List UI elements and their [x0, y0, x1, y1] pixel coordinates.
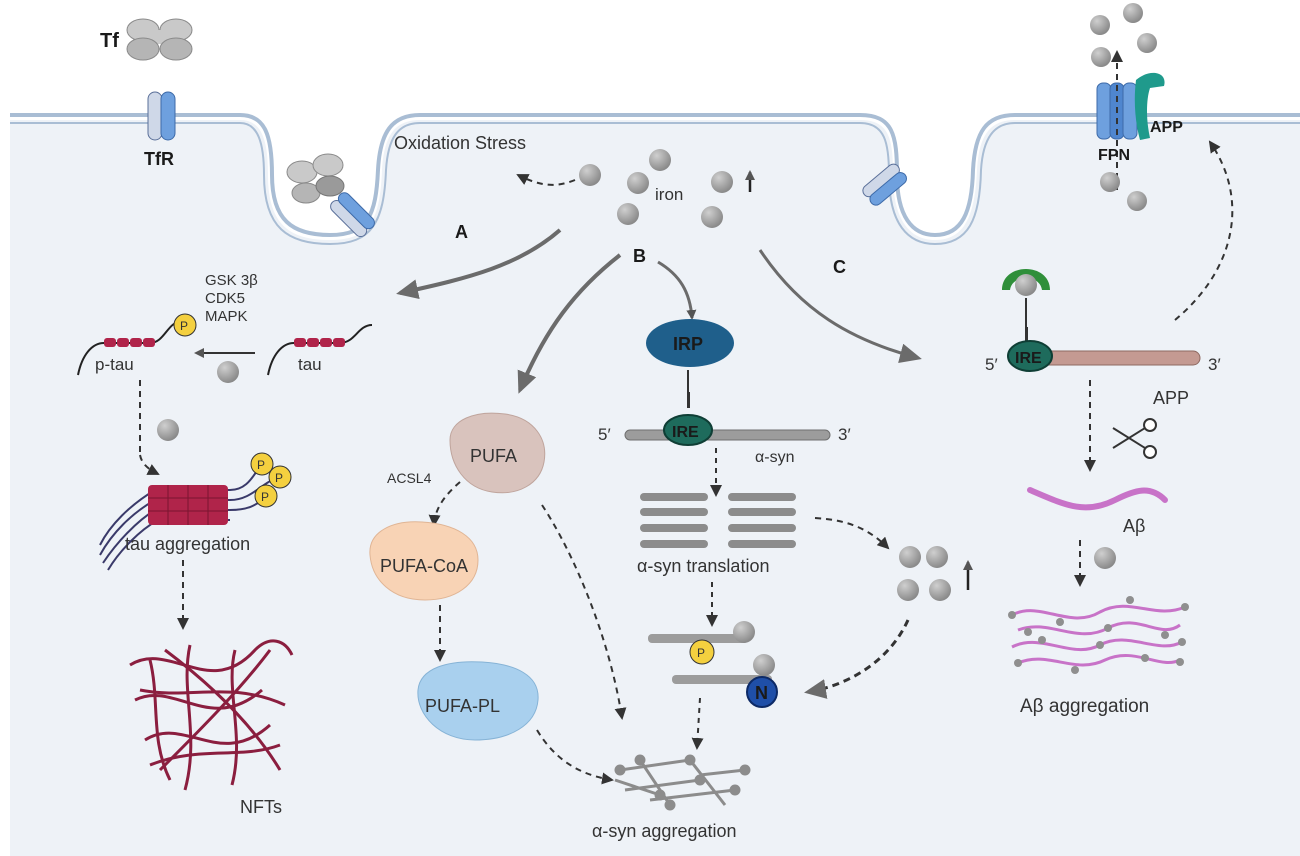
pufa-coa-blob — [369, 521, 479, 601]
transferrin-receptor-icon — [147, 91, 176, 141]
pathway-b-irp-arrow — [657, 260, 697, 320]
iron-atom — [1094, 547, 1116, 569]
pathway-a-label: A — [455, 222, 468, 242]
pufa-pl-blob — [417, 661, 539, 741]
pathway-c-label: C — [833, 257, 846, 277]
acsl4-label: ACSL4 — [387, 470, 432, 486]
abeta-aggregation-label: Aβ aggregation — [1020, 696, 1149, 717]
nft-tangle-icon — [129, 639, 294, 791]
agg-phospho-2: P — [275, 471, 283, 485]
cell-membrane — [10, 113, 1300, 856]
abeta-icon — [1027, 487, 1168, 511]
iron-to-modified-syn-arrow — [804, 619, 910, 699]
modified-syn-icon — [648, 621, 778, 708]
syn-ire-icon — [663, 414, 713, 446]
irp-label: IRP — [673, 334, 703, 354]
transferrin-icon — [126, 18, 193, 61]
p-tau-to-aggregation-arrowhead — [139, 454, 160, 475]
syn-aggregate-icon — [614, 754, 751, 811]
p-tau-label: p-tau — [95, 355, 134, 374]
syn-3prime-label: 3′ — [838, 425, 851, 444]
pufa-to-syn-aggregation-arrow — [541, 504, 627, 720]
syn-phospho-label: P — [697, 646, 705, 660]
fpn-label: FPN — [1098, 147, 1130, 164]
app-5prime-label: 5′ — [985, 355, 998, 374]
modified-to-aggregation-arrow — [691, 697, 704, 750]
iron-atom — [157, 419, 179, 441]
tau-label: tau — [298, 355, 322, 374]
app-ire-label: IRE — [1015, 350, 1042, 367]
app-label: APP — [1153, 388, 1189, 408]
agg-phospho-1: P — [257, 458, 265, 472]
syn-mrna — [624, 429, 831, 441]
pufa-label: PUFA — [470, 446, 517, 466]
app-3prime-label: 3′ — [1208, 355, 1221, 374]
alpha-syn-label: α-syn — [755, 449, 794, 466]
scissors-icon — [1112, 418, 1157, 459]
pufa-coa-label: PUFA-CoA — [380, 556, 468, 576]
pathway-c-arrow — [758, 249, 922, 364]
syn-ire-label: IRE — [672, 424, 699, 441]
translation-to-iron-arrow — [814, 517, 890, 550]
syn-aggregation-label: α-syn aggregation — [592, 821, 737, 841]
app-membrane-label: APP — [1150, 119, 1183, 136]
iron-cluster — [897, 546, 951, 601]
oxidation-arrow — [516, 174, 576, 186]
pl-to-syn-aggregation-arrow — [536, 729, 614, 785]
pufa-blob — [449, 412, 546, 494]
p-tau-molecule — [77, 320, 183, 376]
tfr-right-icon — [862, 163, 907, 206]
app-ire-icon — [1007, 340, 1053, 372]
translation-bars-icon — [640, 493, 796, 548]
pufa-pl-label: PUFA-PL — [425, 696, 500, 716]
pathway-b-pufa-arrow — [517, 253, 622, 394]
app-to-membrane-arrow — [1174, 140, 1234, 321]
iron-atom — [217, 361, 239, 383]
irp-icon — [646, 319, 734, 367]
app-membrane-icon — [1134, 72, 1165, 140]
syn-nitro-label: N — [755, 683, 768, 703]
tau-aggregate-icon — [99, 452, 292, 571]
agg-phospho-3: P — [261, 490, 269, 504]
tau-molecule — [267, 324, 373, 376]
syn-5prime-label: 5′ — [598, 425, 611, 444]
kinase-cdk5-label: CDK5 — [205, 290, 245, 307]
nfts-label: NFTs — [240, 797, 282, 817]
tau-aggregation-label: tau aggregation — [125, 534, 250, 554]
ferritin-iron-icon — [1002, 269, 1050, 296]
endocytosed-tf-tfr-icon — [286, 153, 375, 238]
phospho-icon: P — [173, 313, 197, 337]
tfr-label: TfR — [144, 149, 174, 169]
phospho-label: P — [180, 319, 188, 333]
pathway-a-arrow — [396, 228, 562, 300]
abeta-aggregate-icon — [1011, 604, 1186, 667]
kinase-mapk-label: MAPK — [205, 308, 248, 325]
abeta-label: Aβ — [1123, 516, 1145, 536]
iron-label: iron — [655, 185, 683, 204]
syn-translation-label: α-syn translation — [637, 556, 769, 576]
kinase-gsk3b-label: GSK 3β — [205, 272, 258, 289]
abeta-aggregate-iron — [1008, 596, 1189, 674]
tf-label: Tf — [100, 30, 119, 52]
oxidation-stress-label: Oxidation Stress — [394, 133, 526, 153]
extracellular-iron — [1090, 3, 1157, 211]
pufa-to-coa-arrow — [428, 481, 461, 527]
pathway-b-label: B — [633, 246, 646, 266]
iron-pool — [579, 149, 733, 228]
